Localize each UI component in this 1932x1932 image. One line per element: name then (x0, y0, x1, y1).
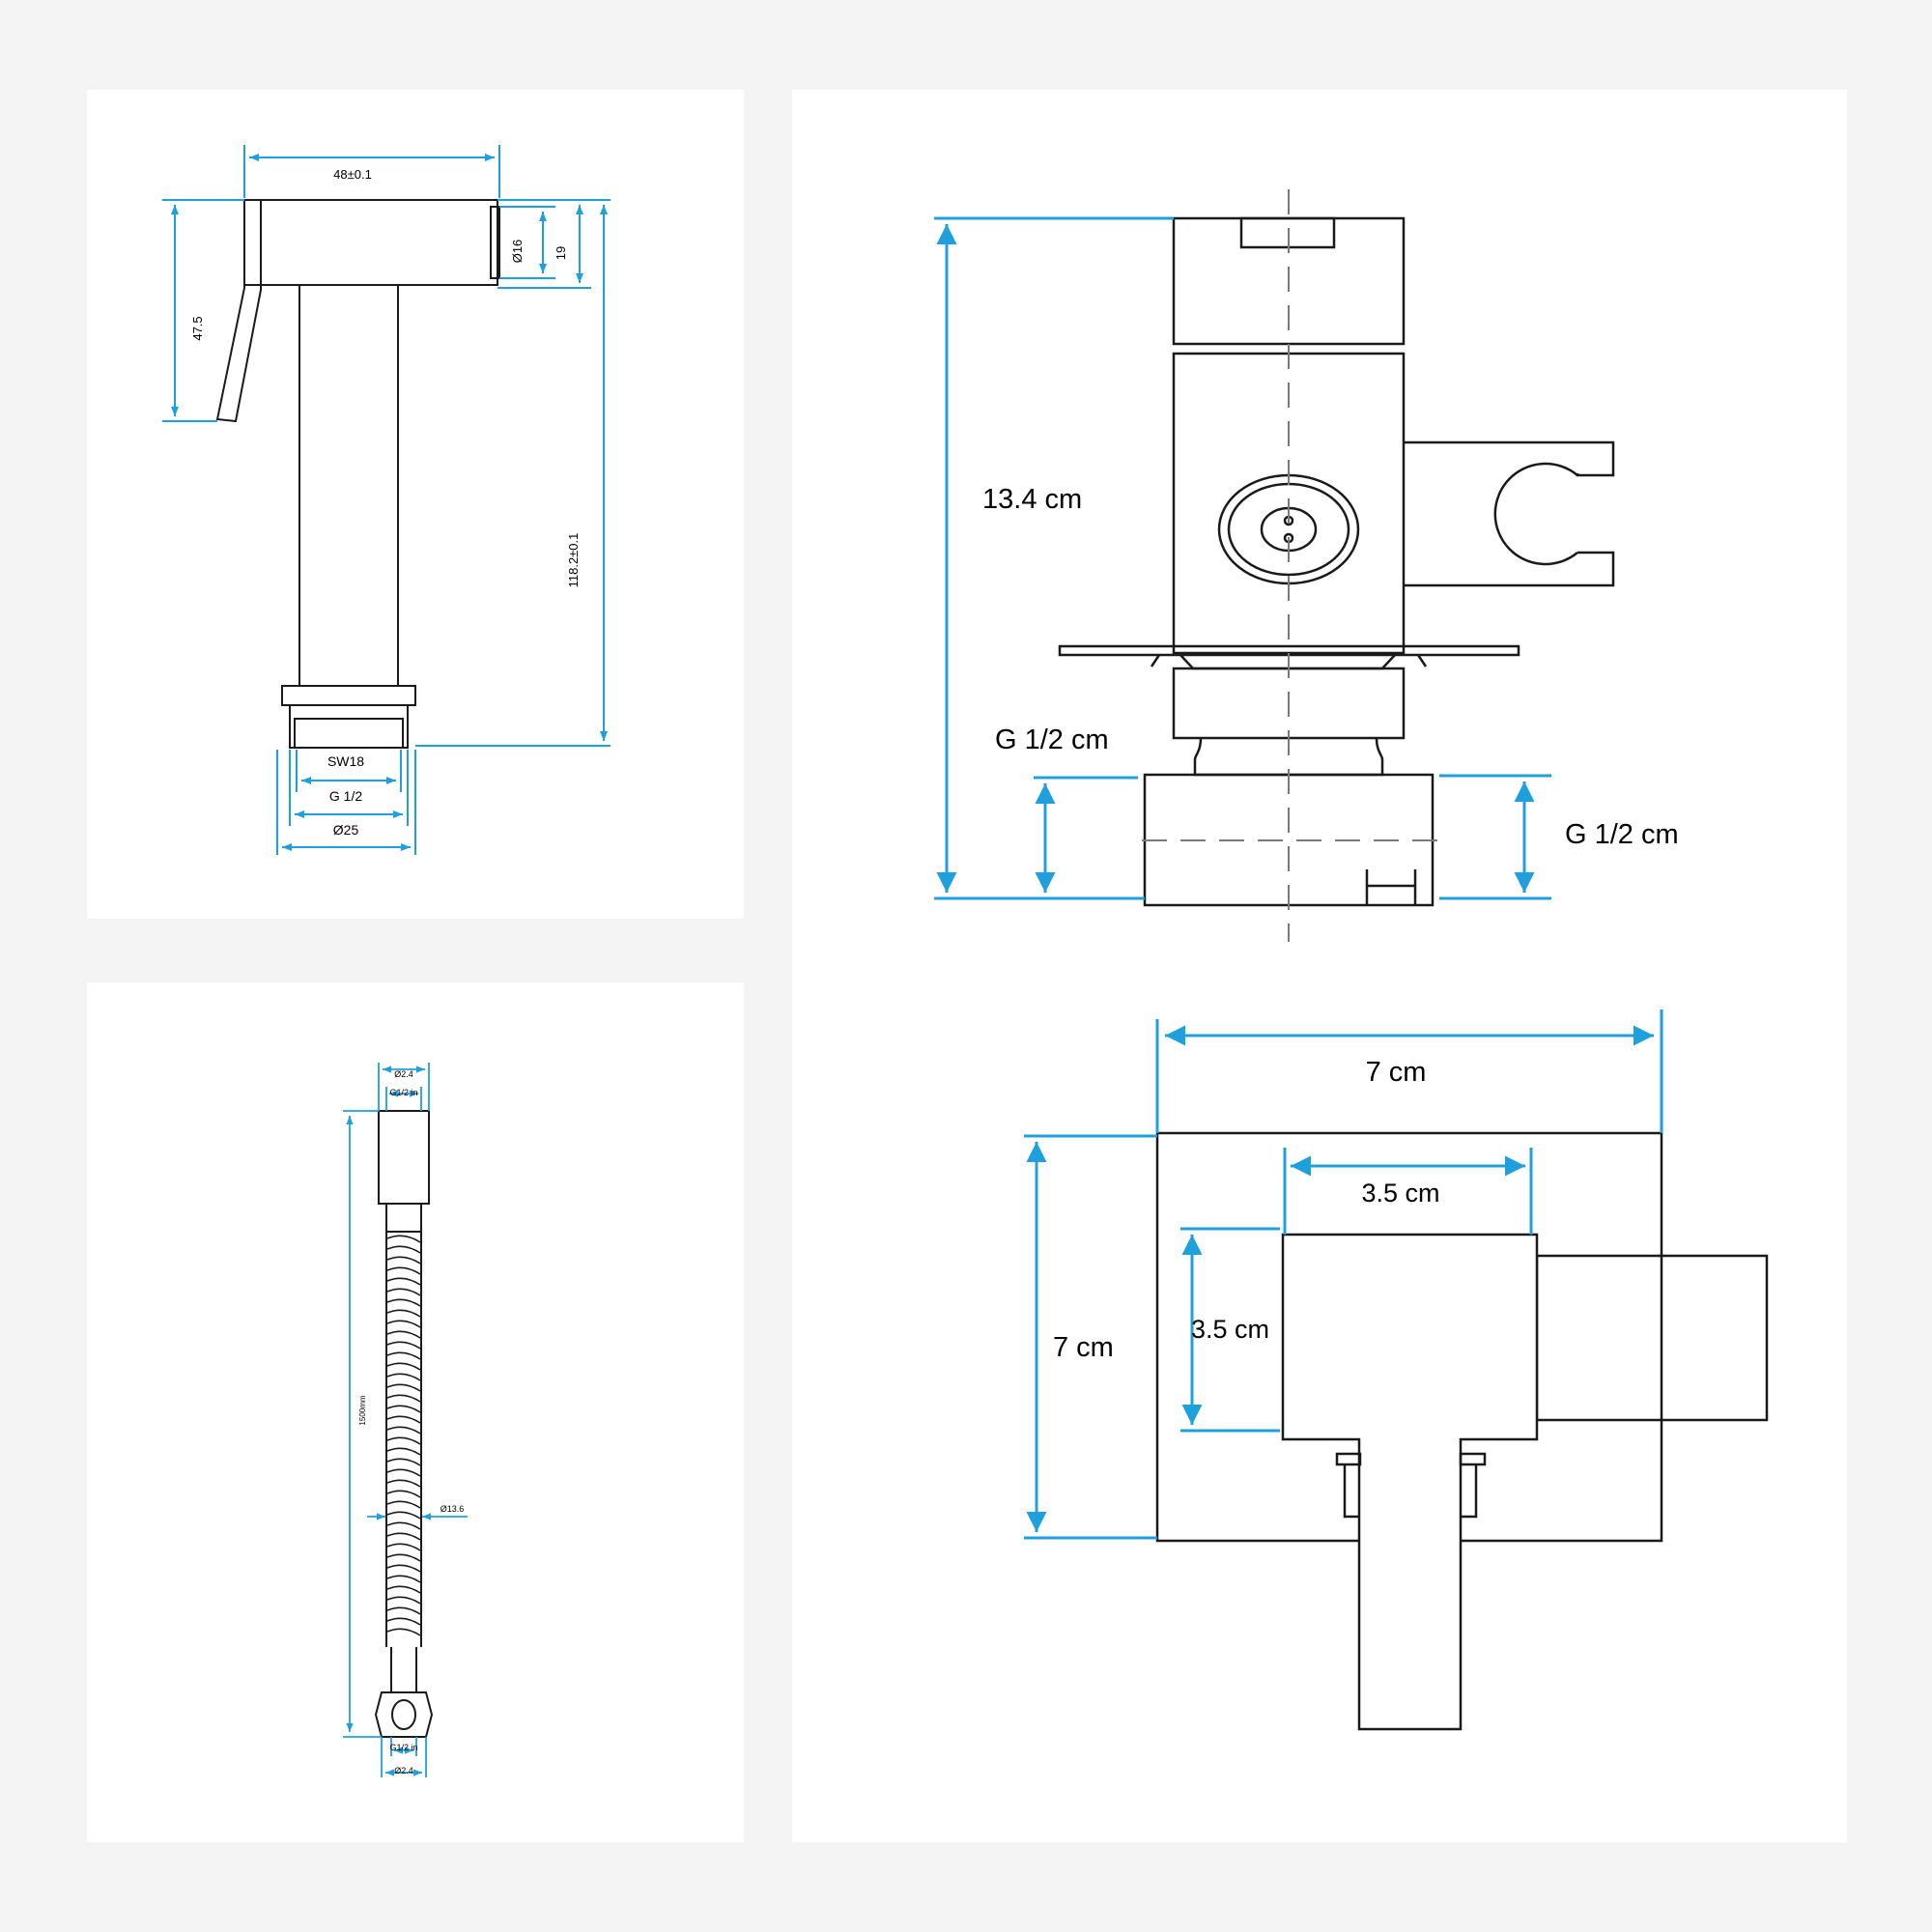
valve-body-width-label: 3.5 cm (1361, 1179, 1439, 1208)
handheld-sprayer-drawing (215, 199, 500, 749)
hose-coil (386, 1436, 421, 1445)
hose-coil (386, 1521, 421, 1530)
hose-coil (386, 1394, 421, 1403)
handheld-hex-label: SW18 (327, 753, 364, 769)
hose-coil (386, 1341, 421, 1350)
hose-coil (386, 1288, 421, 1296)
hose-coil (386, 1426, 421, 1435)
hose-dimensions (343, 1063, 468, 1777)
handheld-length-label: 118.2±0.1 (566, 533, 581, 588)
hose-coil (386, 1479, 421, 1488)
handheld-head-dia-label: Ø16 (510, 240, 525, 264)
handheld-thread-label: G 1/2 (329, 788, 362, 804)
hose-bottom-outer-label: Ø2.4 (394, 1766, 413, 1776)
hose-coil (386, 1468, 421, 1477)
valve-body-height-label: 3.5 cm (1191, 1315, 1269, 1344)
hose-dia-label: Ø13.6 (440, 1504, 465, 1514)
hose-coil (386, 1543, 421, 1551)
handheld-width-label: 48±0.1 (333, 167, 372, 182)
hose-coil (386, 1298, 421, 1307)
valve-side-centerlines (1142, 189, 1439, 942)
hose-bottom-inner-label: G1/2 in (389, 1743, 417, 1752)
handheld-base-dia-label: Ø25 (333, 822, 359, 838)
hose-coil (386, 1447, 421, 1456)
hose-coil (386, 1553, 421, 1562)
hose-coil (386, 1309, 421, 1318)
valve-front-drawing (1155, 1131, 1769, 1731)
hose-coil (386, 1362, 421, 1371)
hose-coil (386, 1383, 421, 1392)
hose-coil (386, 1564, 421, 1573)
hose-coil (386, 1277, 421, 1286)
hose-coil (386, 1596, 421, 1605)
hose-coil (386, 1405, 421, 1413)
hose-coil (386, 1511, 421, 1520)
handheld-head-height-label: 19 (554, 246, 568, 260)
valve-side-dimensions (934, 216, 1551, 900)
hose-coil (386, 1617, 421, 1626)
hose-top-outer-label: Ø2.4 (394, 1069, 413, 1079)
hose-coil (386, 1585, 421, 1594)
valve-inlet-label: G 1/2 cm (995, 724, 1109, 755)
hose-coil (386, 1235, 421, 1243)
hose-coil (386, 1606, 421, 1615)
hose-coil (386, 1351, 421, 1360)
hose-coil (386, 1490, 421, 1498)
valve-front-dimensions (1024, 1009, 1663, 1540)
hose-coil (386, 1256, 421, 1264)
valve-outlet-label: G 1/2 cm (1565, 819, 1679, 850)
valve-height-label: 13.4 cm (982, 484, 1082, 515)
handheld-lever-label: 47.5 (190, 316, 205, 340)
panel-valve (792, 90, 1847, 1842)
panel-hose (87, 982, 744, 1842)
handheld-dimensions (162, 145, 611, 855)
hose-length-label: 1500mm (358, 1395, 367, 1425)
hose-coil (386, 1320, 421, 1328)
hose-coil (386, 1373, 421, 1381)
hose-coil (386, 1330, 421, 1339)
hose-coil (386, 1245, 421, 1254)
hose-coil (386, 1458, 421, 1466)
valve-plate-height-label: 7 cm (1053, 1332, 1114, 1363)
hose-coil (386, 1532, 421, 1541)
valve-plate-width-label: 7 cm (1366, 1057, 1427, 1088)
hose-top-inner-label: G1/2 in (389, 1088, 417, 1097)
hose-coil (386, 1500, 421, 1509)
hose-coil (386, 1415, 421, 1424)
hose-coil (386, 1628, 421, 1636)
hose-coil (386, 1575, 421, 1583)
hose-coil (386, 1266, 421, 1275)
hose-coil-pattern (386, 1235, 421, 1636)
